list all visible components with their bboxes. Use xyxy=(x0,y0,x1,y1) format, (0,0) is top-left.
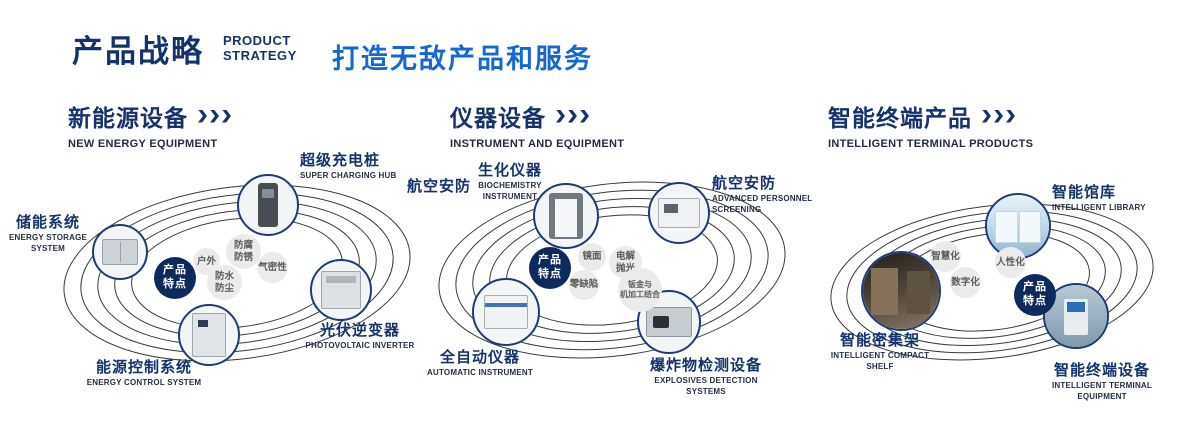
product-name-en: SUPER CHARGING HUB xyxy=(300,171,397,181)
product-label-screening: 航空安防 ADVANCED PERSONNEL SCREENING xyxy=(712,175,814,215)
lab-machine-icon xyxy=(484,295,528,329)
control-rack-icon xyxy=(192,313,226,357)
product-label-terminal: 智能终端设备 INTELLIGENT TERMINAL EQUIPMENT xyxy=(1032,362,1172,402)
product-name-en: INTELLIGENT TERMINAL EQUIPMENT xyxy=(1052,381,1152,401)
product-label-explosive: 爆炸物检测设备 EXPLOSIVES DETECTION SYSTEMS xyxy=(636,357,776,397)
product-name-zh: 超级充电桩 xyxy=(300,152,381,169)
product-name-en: ADVANCED PERSONNEL SCREENING xyxy=(712,194,813,214)
section-subtitle-instrument: INSTRUMENT AND EQUIPMENT xyxy=(450,138,625,150)
feature-bubble: 气密性 xyxy=(257,252,288,283)
feature-bubble: 智慧化 xyxy=(930,241,961,272)
product-name-zh: 全自动仪器 xyxy=(439,349,520,366)
feature-bubble: 钣金与 机加工结合 xyxy=(618,268,662,312)
page-subtitle: PRODUCT STRATEGY xyxy=(223,33,297,63)
product-label-shelf: 智能密集架 INTELLIGENT COMPACT SHELF xyxy=(824,332,936,372)
page-tagline: 打造无敌产品和服务 xyxy=(332,44,593,74)
security-gate-icon xyxy=(549,193,583,239)
product-label-inverter: 光伏逆变器 PHOTOVOLTAIC INVERTER xyxy=(304,322,416,352)
product-name-zh: 智能终端设备 xyxy=(1053,362,1150,379)
section-subtitle-terminal: INTELLIGENT TERMINAL PRODUCTS xyxy=(828,138,1034,150)
section-header-new-energy: 新能源设备 NEW ENERGY EQUIPMENT xyxy=(68,99,231,150)
automatic-instrument-image xyxy=(472,278,540,346)
product-label-biochem: 生化仪器 BIOCHEMISTRY INSTRUMENT xyxy=(464,162,556,202)
explosives-detector-image xyxy=(637,290,701,354)
product-name-en: ENERGY CONTROL SYSTEM xyxy=(86,378,202,388)
charging-pile-icon xyxy=(258,183,278,227)
feature-bubble: 防腐 防锈 xyxy=(226,234,261,269)
orbit-rings-energy xyxy=(63,184,411,362)
triple-chevron-icon xyxy=(198,109,231,123)
product-name-zh: 智能馆库 xyxy=(1052,184,1117,201)
energy-storage-image xyxy=(92,224,148,280)
aviation-security-label: 航空安防 xyxy=(407,178,477,195)
product-label-storage: 储能系统 ENERGY STORAGE SYSTEM xyxy=(4,214,92,254)
section-title-new-energy: 新能源设备 xyxy=(68,105,188,131)
product-name-zh: 航空安防 xyxy=(712,175,777,192)
product-name-en: ENERGY STORAGE SYSTEM xyxy=(8,233,88,253)
security-gate-image xyxy=(533,183,599,249)
product-name-zh: 爆炸物检测设备 xyxy=(649,357,762,374)
section-subtitle-new-energy: NEW ENERGY EQUIPMENT xyxy=(68,138,218,150)
product-name-zh: 航空安防 xyxy=(407,178,472,195)
product-features-badge: 产品 特点 xyxy=(154,257,196,299)
feature-bubble: 零缺陷 xyxy=(569,270,599,300)
compact-shelf-image xyxy=(861,251,941,331)
super-charger-image xyxy=(237,174,299,236)
product-label-library: 智能馆库 INTELLIGENT LIBRARY xyxy=(1052,184,1152,214)
orbit-rings-instrument xyxy=(438,181,786,359)
product-name-en: EXPLOSIVES DETECTION SYSTEMS xyxy=(654,376,758,396)
energy-control-image xyxy=(178,304,240,366)
product-name-en: INTELLIGENT LIBRARY xyxy=(1052,203,1146,213)
feature-bubble: 人性化 xyxy=(995,247,1026,278)
feature-bubble: 镜面 xyxy=(578,243,606,271)
section-header-instrument: 仪器设备 INSTRUMENT AND EQUIPMENT xyxy=(450,99,624,150)
product-features-badge: 产品 特点 xyxy=(1014,274,1056,316)
product-name-zh: 储能系统 xyxy=(15,214,80,231)
pv-inverter-image xyxy=(310,259,372,321)
product-name-zh: 智能密集架 xyxy=(839,332,920,349)
product-name-en: AUTOMATIC INSTRUMENT xyxy=(427,368,533,378)
analyzer-icon xyxy=(658,198,700,228)
section-header-terminal: 智能终端产品 INTELLIGENT TERMINAL PRODUCTS xyxy=(828,99,1033,150)
screening-instrument-image xyxy=(648,182,710,244)
section-title-terminal: 智能终端产品 xyxy=(828,105,972,131)
inverter-cabinet-icon xyxy=(321,271,361,309)
product-name-en: BIOCHEMISTRY INSTRUMENT xyxy=(478,181,542,201)
product-name-en: PHOTOVOLTAIC INVERTER xyxy=(305,341,415,351)
page-title: 产品战略 xyxy=(72,34,204,69)
section-title-instrument: 仪器设备 xyxy=(450,105,546,131)
product-name-zh: 生化仪器 xyxy=(477,162,542,179)
product-label-automatic: 全自动仪器 AUTOMATIC INSTRUMENT xyxy=(425,349,535,379)
storage-cabinet-icon xyxy=(102,239,138,265)
compact-shelving-icon xyxy=(863,253,939,329)
triple-chevron-icon xyxy=(982,109,1015,123)
library-interior-icon xyxy=(987,195,1049,257)
product-name-en: INTELLIGENT COMPACT SHELF xyxy=(830,351,930,371)
product-features-badge: 产品 特点 xyxy=(529,247,571,289)
product-name-zh: 光伏逆变器 xyxy=(319,322,400,339)
feature-bubble: 数字化 xyxy=(950,267,981,298)
feature-bubble: 防水 防尘 xyxy=(207,265,242,300)
product-label-control: 能源控制系统 ENERGY CONTROL SYSTEM xyxy=(82,359,206,389)
product-name-zh: 能源控制系统 xyxy=(95,359,192,376)
baggage-scanner-icon xyxy=(646,307,692,337)
product-label-charger: 超级充电桩 SUPER CHARGING HUB xyxy=(300,152,412,182)
triple-chevron-icon xyxy=(556,109,589,123)
